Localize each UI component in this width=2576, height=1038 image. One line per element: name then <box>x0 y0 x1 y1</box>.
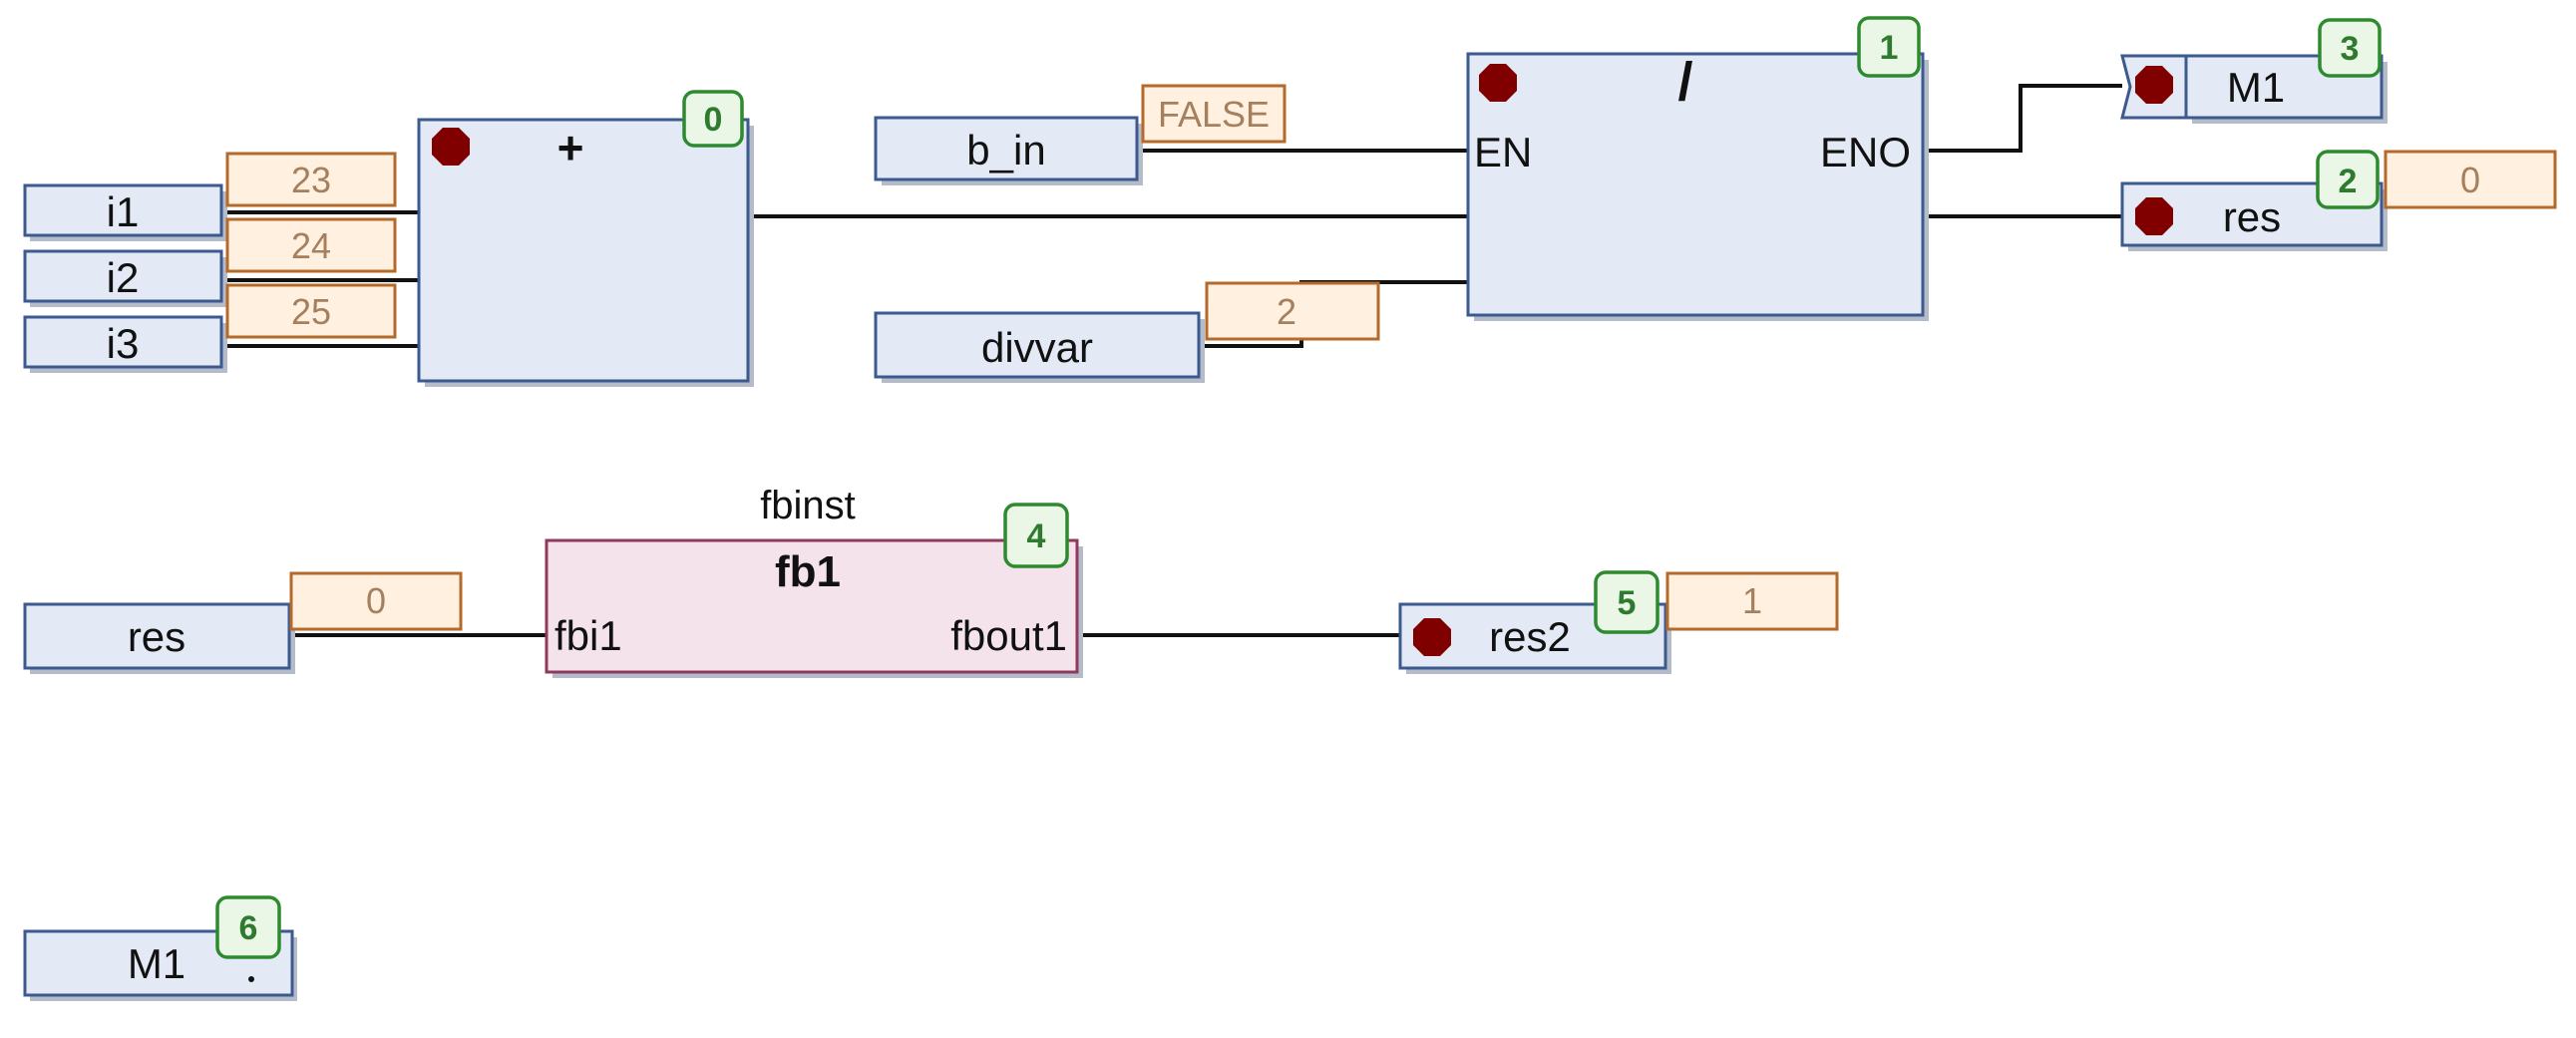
monitor-divvar-value: 2 <box>1277 291 1296 332</box>
monitor-divvar: 2 <box>1207 283 1378 339</box>
breakpoint-icon[interactable] <box>432 128 470 166</box>
function-block-fb1[interactable]: fb1 fbi1 fbout1 4 <box>547 505 1083 678</box>
monitor-input-res: 0 <box>291 573 461 629</box>
output-res2-label: res2 <box>1489 613 1571 660</box>
monitor-i3-value: 25 <box>291 291 331 332</box>
monitor-input-res-value: 0 <box>366 580 386 621</box>
fb-output-pin: fbout1 <box>950 612 1067 659</box>
output-res[interactable]: res 2 <box>2122 152 2388 251</box>
input-i1[interactable]: i1 <box>25 185 227 241</box>
breakpoint-icon[interactable] <box>2135 197 2173 235</box>
label-m1-dot <box>248 976 254 982</box>
input-i3-label: i3 <box>107 320 140 367</box>
monitor-res-value: 0 <box>2460 160 2480 200</box>
network-number-1: 1 <box>1880 29 1899 67</box>
monitor-i1-value: 23 <box>291 160 331 200</box>
output-m1-label: M1 <box>2227 64 2285 111</box>
input-divvar[interactable]: divvar <box>876 313 1205 383</box>
monitor-res2: 1 <box>1667 573 1837 629</box>
input-b-in[interactable]: b_in <box>876 118 1143 185</box>
network-number-6: 6 <box>239 909 258 947</box>
output-res2[interactable]: res2 5 <box>1400 572 1671 674</box>
div-operator: / <box>1677 52 1692 112</box>
network-number-5: 5 <box>1618 584 1637 622</box>
input-res[interactable]: res <box>25 604 295 674</box>
monitor-i3: 25 <box>227 285 395 337</box>
add-operator: + <box>557 122 584 173</box>
network-1: i1 i2 i3 23 24 25 + <box>25 18 2555 387</box>
input-b-in-label: b_in <box>966 127 1045 173</box>
monitor-res: 0 <box>2386 152 2555 207</box>
network-number-2: 2 <box>2339 163 2358 200</box>
input-res-label: res <box>128 613 185 660</box>
network-2: res 0 fbinst fb1 fbi1 fbout1 4 res2 5 1 <box>25 484 1837 678</box>
input-i2-label: i2 <box>107 254 140 301</box>
network-number-4: 4 <box>1027 518 1046 555</box>
div-en-pin: EN <box>1474 129 1532 175</box>
network-number-0: 0 <box>704 101 723 139</box>
input-i3[interactable]: i3 <box>25 317 227 373</box>
breakpoint-icon[interactable] <box>1413 618 1451 656</box>
div-block[interactable]: / EN ENO 1 <box>1468 18 1929 321</box>
fb-input-pin: fbi1 <box>554 612 622 659</box>
label-m1-name: M1 <box>128 940 185 987</box>
fb-type-name: fb1 <box>775 547 841 596</box>
monitor-i1: 23 <box>227 154 395 205</box>
monitor-res2-value: 1 <box>1742 580 1762 621</box>
network-3: M1 6 <box>25 897 297 1001</box>
monitor-b-in-value: FALSE <box>1158 94 1270 135</box>
network-number-3: 3 <box>2341 30 2360 68</box>
input-i1-label: i1 <box>107 188 140 235</box>
output-m1[interactable]: M1 3 <box>2122 20 2388 124</box>
fb-instance-name: fbinst <box>760 484 856 527</box>
wire-eno-m1 <box>1923 86 2122 151</box>
breakpoint-icon[interactable] <box>2135 66 2173 104</box>
monitor-i2-value: 24 <box>291 225 331 266</box>
input-divvar-label: divvar <box>981 324 1093 371</box>
monitor-i2: 24 <box>227 219 395 271</box>
breakpoint-icon[interactable] <box>1479 64 1517 102</box>
div-eno-pin: ENO <box>1820 129 1911 175</box>
add-block[interactable]: + 0 <box>419 92 754 387</box>
output-res-label: res <box>2223 193 2281 240</box>
input-i2[interactable]: i2 <box>25 251 227 307</box>
label-m1[interactable]: M1 6 <box>25 897 297 1001</box>
monitor-b-in: FALSE <box>1143 86 1285 142</box>
